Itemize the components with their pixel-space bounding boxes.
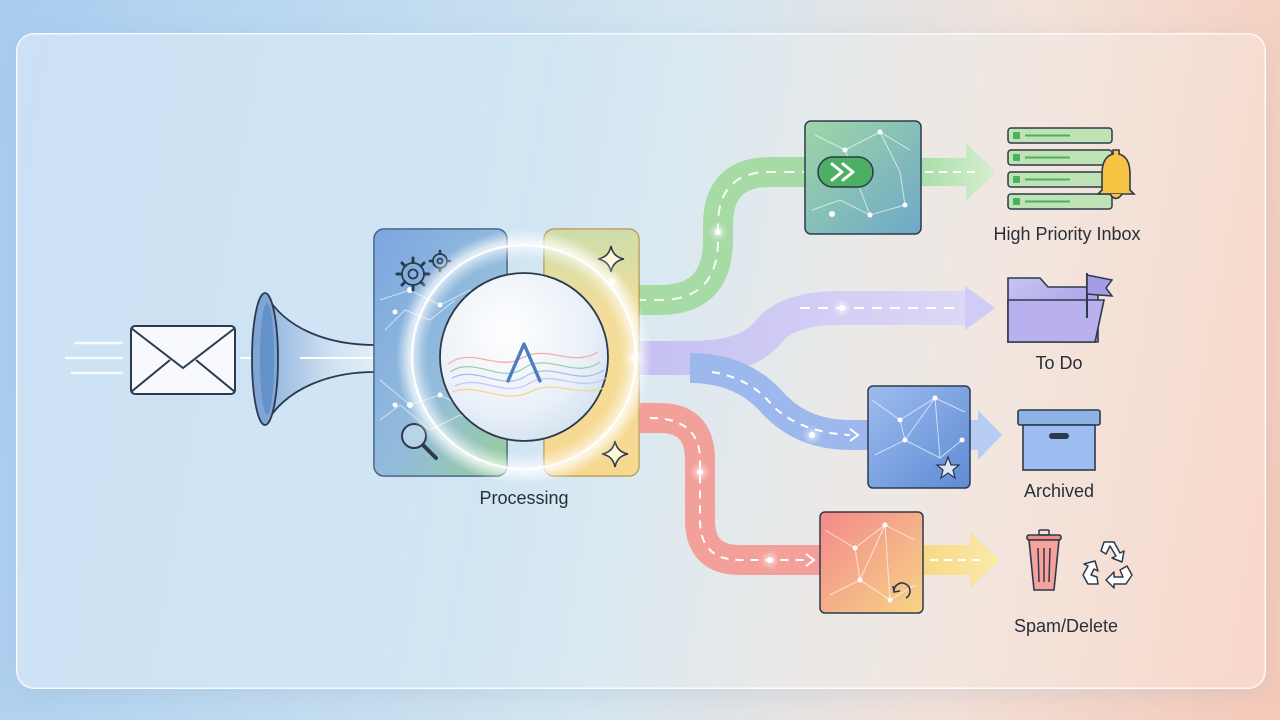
- fast-forward-icon: [830, 162, 855, 182]
- label-processing: Processing: [479, 488, 569, 508]
- folder-flag-icon: [1007, 273, 1114, 343]
- label-spam: Spam/Delete: [1013, 616, 1119, 636]
- route-high-priority: [600, 157, 810, 315]
- list-bell-icon: [1007, 127, 1136, 210]
- route-archived: [689, 353, 872, 450]
- sorter-box-high-priority: [804, 120, 922, 235]
- archive-box-icon: [1017, 409, 1101, 471]
- processor-core: [396, 229, 652, 485]
- label-archived: Archived: [1023, 481, 1095, 501]
- motion-lines: [64, 341, 124, 375]
- label-high-priority: High Priority Inbox: [993, 224, 1141, 244]
- funnel-icon: [251, 292, 412, 426]
- recycle-icon: [1082, 541, 1133, 589]
- sorter-box-archived: [867, 385, 971, 489]
- bell-icon: [1096, 149, 1136, 200]
- arrow-to-do: [965, 286, 995, 330]
- envelope-icon: [130, 325, 236, 395]
- route-to-do: [625, 291, 968, 375]
- refresh-icon: [892, 582, 911, 599]
- star-icon: [935, 455, 961, 480]
- sorter-box-spam: [819, 511, 924, 614]
- route-spam: [640, 403, 822, 575]
- arrow-archived: [968, 410, 1002, 460]
- caret-up-icon: [506, 342, 542, 383]
- label-to-do: To Do: [1035, 353, 1083, 373]
- trash-can-icon: [1026, 529, 1062, 591]
